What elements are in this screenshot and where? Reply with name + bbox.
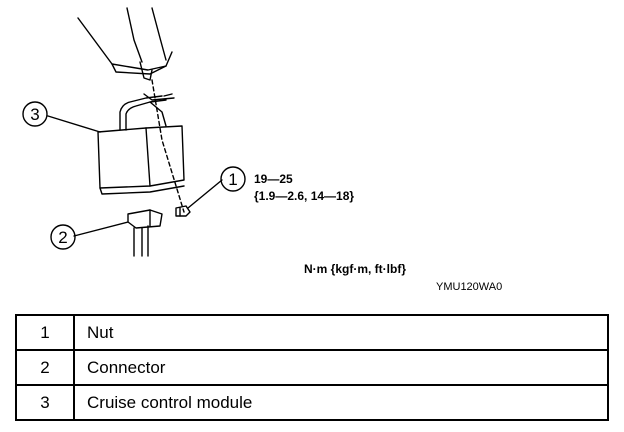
part-number-cell: 2 — [15, 349, 75, 386]
table-row: 1 Nut — [15, 314, 609, 351]
callout-3-circle — [22, 101, 48, 127]
part-description-cell: Nut — [73, 314, 609, 351]
callout-1-number: 1 — [228, 170, 237, 189]
callout-2-number: 2 — [58, 228, 67, 247]
callout-2-circle — [50, 224, 76, 250]
torque-spec-primary: 19—25 — [254, 172, 293, 186]
table-row: 3 Cruise control module — [15, 384, 609, 421]
cruise-control-module — [97, 93, 185, 195]
part-description-cell: Connector — [73, 349, 609, 386]
nut — [175, 205, 191, 217]
mounting-bracket — [77, 7, 173, 81]
part-number-cell: 3 — [15, 384, 75, 421]
torque-unit-note: N·m {kgf·m, ft·lbf} — [304, 262, 406, 276]
parts-legend-table: 1 Nut 2 Connector 3 Cruise control modul… — [15, 314, 609, 421]
part-number-cell: 1 — [15, 314, 75, 351]
table-row: 2 Connector — [15, 349, 609, 386]
exploded-view-diagram: 3 1 2 19—25 {1.9—2.6, 14—18} N·m {kgf·m,… — [22, 7, 502, 293]
callout-3-number: 3 — [30, 105, 39, 124]
callout-3-leader — [47, 115, 101, 133]
callout-2-leader — [73, 221, 129, 237]
part-description-cell: Cruise control module — [73, 384, 609, 421]
figure-code: YMU120WA0 — [436, 281, 502, 293]
callout-1-leader — [187, 179, 223, 209]
callout-1-circle — [220, 166, 246, 192]
connector — [127, 209, 163, 257]
torque-spec-secondary: {1.9—2.6, 14—18} — [254, 189, 354, 203]
